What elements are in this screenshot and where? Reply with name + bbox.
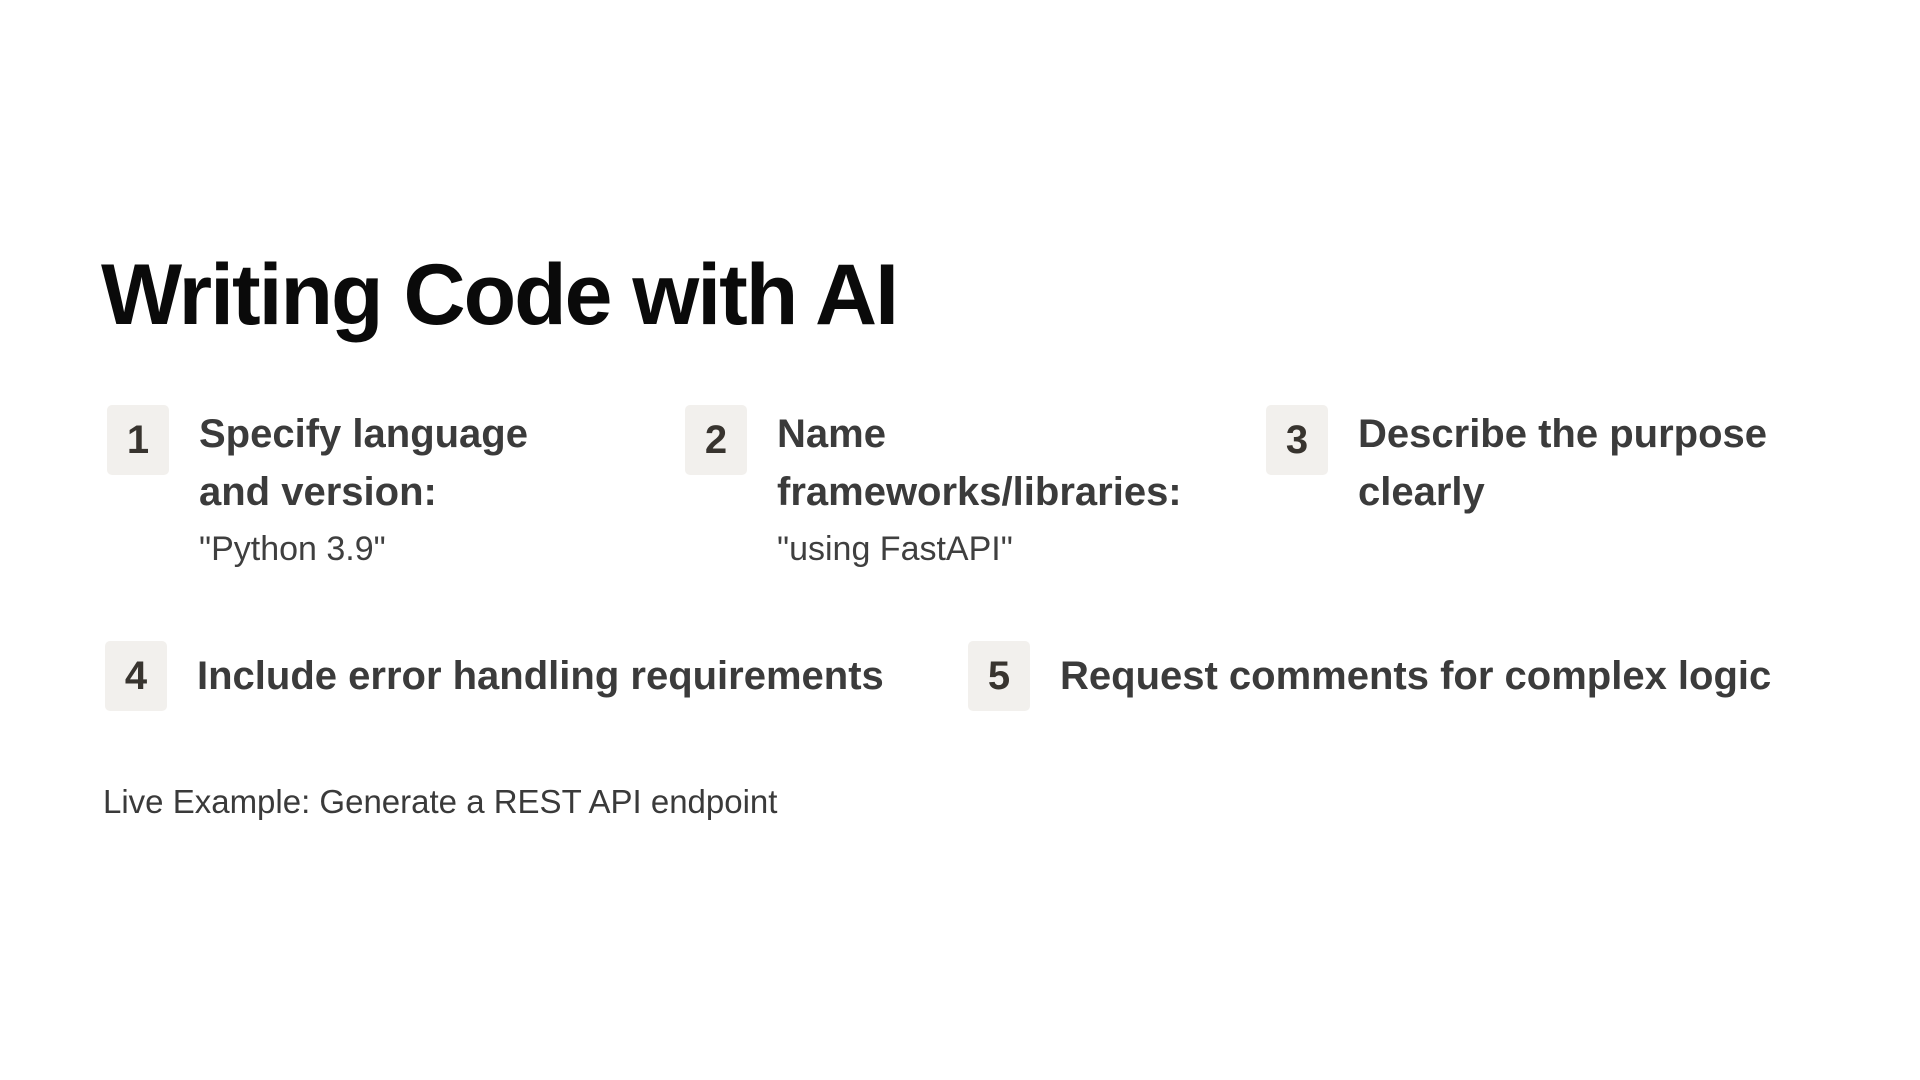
step-body: Describe the purpose clearly [1358,405,1788,521]
step-number-badge: 4 [105,641,167,711]
step-number-badge: 5 [968,641,1030,711]
step-number-badge: 3 [1266,405,1328,475]
step-number-badge: 1 [107,405,169,475]
step-number-badge: 2 [685,405,747,475]
step-item-3: 3 Describe the purpose clearly [1266,405,1788,521]
page-title: Writing Code with AI [101,247,899,343]
step-body: Specify language and version: "Python 3.… [199,405,584,570]
step-title: Name frameworks/libraries: [777,412,1182,514]
step-item-4: 4 Include error handling requirements [105,641,884,711]
step-item-2: 2 Name frameworks/libraries: "using Fast… [685,405,1247,570]
step-example: "Python 3.9" [199,530,386,568]
step-body: Include error handling requirements [197,647,884,705]
step-title: Describe the purpose clearly [1358,412,1768,514]
step-title: Request comments for complex logic [1060,654,1772,698]
step-body: Name frameworks/libraries: "using FastAP… [777,405,1247,570]
step-title: Specify language and version: [199,412,528,514]
step-title: Include error handling requirements [197,654,884,698]
step-body: Request comments for complex logic [1060,647,1771,705]
step-example: "using FastAPI" [777,530,1013,568]
step-item-5: 5 Request comments for complex logic [968,641,1771,711]
step-item-1: 1 Specify language and version: "Python … [107,405,584,570]
live-example-note: Live Example: Generate a REST API endpoi… [103,783,778,820]
